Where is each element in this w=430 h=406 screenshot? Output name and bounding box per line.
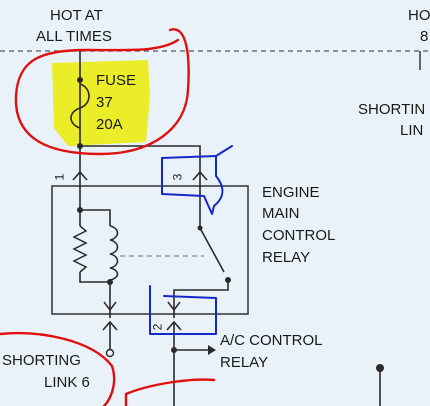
engine-relay-label-line1: ENGINE: [262, 184, 320, 201]
hot-right-label-line2: 8: [420, 28, 429, 45]
hot-at-label-line2: ALL TIMES: [36, 28, 112, 45]
pin3-feed-wire: [80, 145, 201, 172]
fuse-label: FUSE: [96, 72, 137, 89]
coil-output-arrow: [103, 301, 117, 312]
switch-blade: [199, 227, 225, 273]
fuse-highlight: [52, 60, 150, 146]
pin-3-label: 3: [170, 173, 185, 181]
coil-wire-bottom: [79, 272, 111, 283]
shorting-link-6-line2: LINK 6: [44, 374, 90, 391]
right-ground-node: [376, 364, 384, 372]
fuse-symbol: [70, 83, 90, 129]
ac-relay-arrow: [208, 345, 216, 355]
red-circle-fuse-annotation: [14, 28, 190, 156]
shorting-link-6-line1: SHORTING: [2, 352, 81, 369]
pin-1-label: 1: [52, 173, 67, 181]
fuse-number: 37: [96, 94, 113, 111]
switch-output-wire: [173, 280, 229, 318]
hot-right-label-line1: HO: [408, 7, 430, 24]
coil-wire-top: [80, 209, 111, 226]
blue-pin3-annotation: [161, 145, 233, 215]
coil-resistor: [72, 225, 88, 273]
fuse-top-node: [77, 77, 83, 83]
hot-at-label-line1: HOT AT: [50, 7, 103, 24]
switch-output-arrow: [167, 301, 181, 312]
engine-relay-label-line2: MAIN: [262, 205, 300, 222]
red-bottom-annotation: [124, 378, 216, 406]
shorting-link-right-line1: SHORTIN: [358, 101, 426, 118]
fuse-rating: 20A: [96, 116, 123, 133]
pin-2-label: 2: [150, 323, 165, 331]
ac-relay-label-line1: A/C CONTROL: [220, 332, 323, 349]
ac-relay-label-line2: RELAY: [220, 354, 269, 371]
relay-coil: [109, 225, 119, 281]
engine-relay-label-line4: RELAY: [262, 249, 311, 266]
red-circle-shorting-annotation: [0, 331, 116, 406]
engine-relay-label-line3: CONTROL: [262, 227, 336, 244]
shorting-link-6-terminal: [105, 348, 115, 358]
blue-pin2-annotation: [149, 285, 217, 335]
shorting-link-right-line2: LIN: [400, 122, 424, 139]
